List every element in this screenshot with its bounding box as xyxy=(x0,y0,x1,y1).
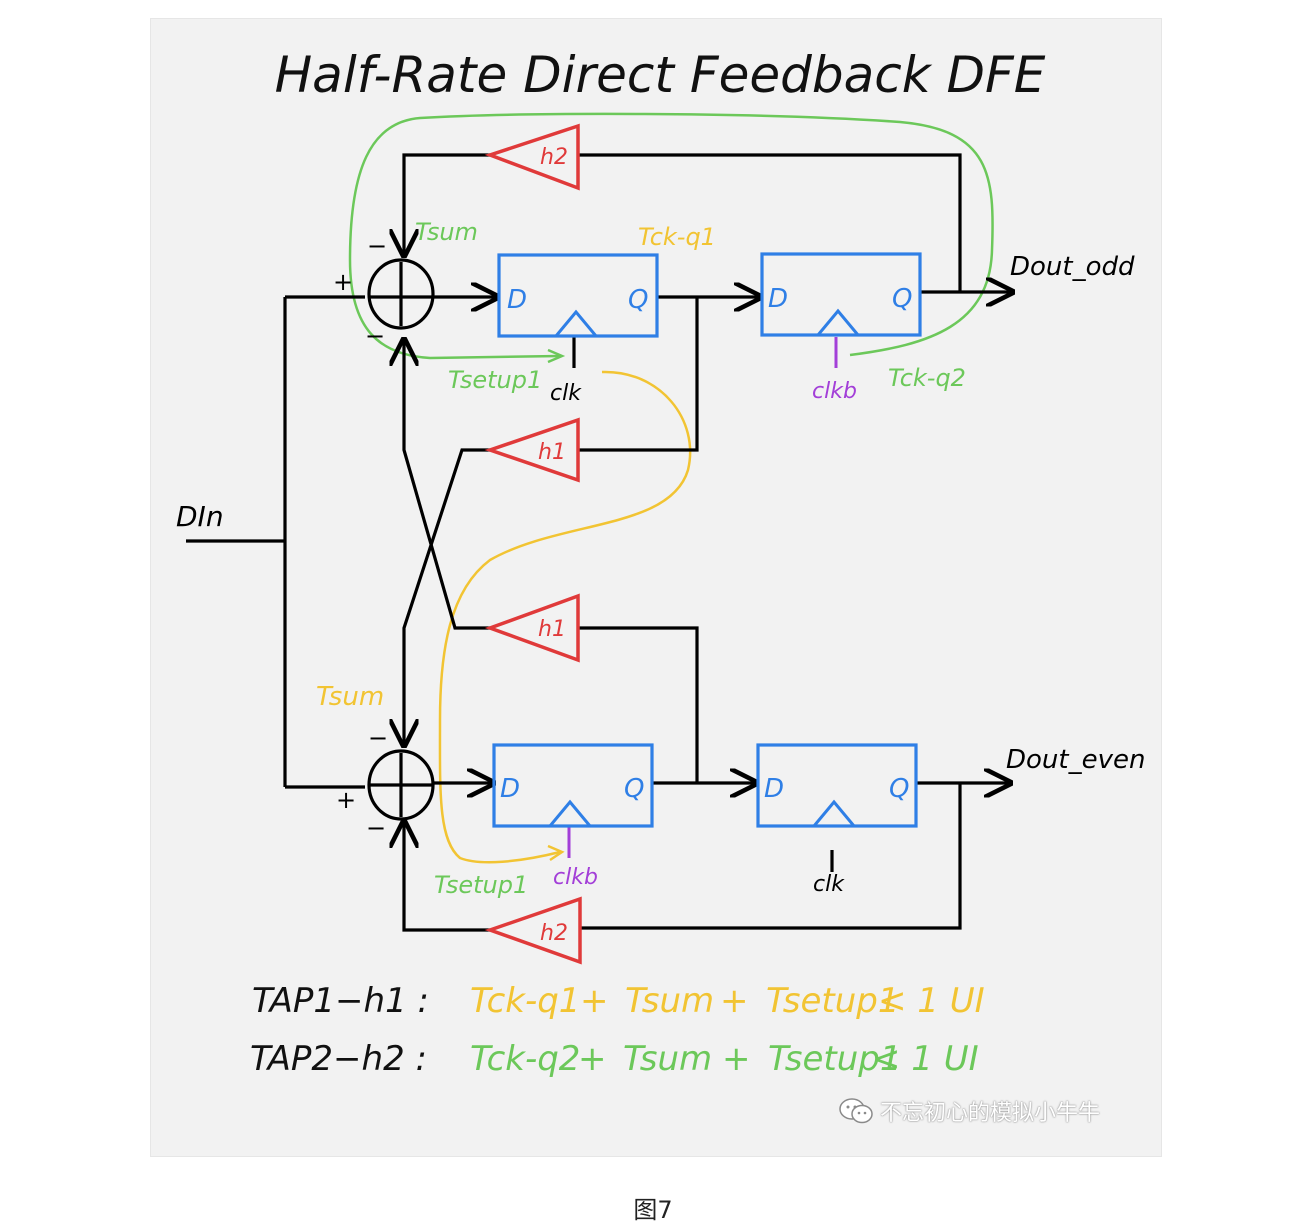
tap-h1-top-label: h1 xyxy=(538,440,566,465)
label-din: DIn xyxy=(176,500,224,533)
sign-minus-top-upper: − xyxy=(367,232,387,260)
summer-bottom xyxy=(367,749,435,821)
tap-h2-top: h2 xyxy=(484,123,580,191)
ff1-d-label: D xyxy=(507,285,527,315)
sign-minus-bottom-upper: − xyxy=(368,724,388,752)
diagram-title: Half-Rate Direct Feedback DFE xyxy=(275,46,1046,104)
ff3-d-label: D xyxy=(500,774,520,804)
tap-h2-top-label: h2 xyxy=(540,145,568,170)
eq1-lhs: TAP1−h1 : xyxy=(252,981,429,1021)
label-tckq1: Tck-q1 xyxy=(638,223,716,251)
ff4-d-label: D xyxy=(764,774,784,804)
eq1-term-tsum: Tsum xyxy=(625,981,714,1021)
tap-h2-bottom-label: h2 xyxy=(540,921,568,946)
watermark-text: 不忘初心的模拟小牛牛 xyxy=(880,1101,1101,1126)
label-tckq2: Tck-q2 xyxy=(888,364,966,392)
eq1-bound: < 1 UI xyxy=(878,981,985,1021)
sign-plus-bottom: + xyxy=(336,786,356,814)
label-tsetup-bottom: Tsetup1 xyxy=(434,871,528,899)
equation-tap2: TAP2−h2 : Tck-q2 + Tsum + Tsetup1 < 1 UI xyxy=(250,1039,979,1079)
label-tsum-bottom: Tsum xyxy=(316,682,384,712)
summer-top xyxy=(367,258,435,330)
tap-h2-bottom: h2 xyxy=(484,896,582,965)
flipflop-3: D Q xyxy=(492,743,654,828)
eq2-term-tsum: Tsum xyxy=(623,1039,712,1079)
tap-h1-top: h1 xyxy=(484,417,580,483)
eq1-plus-1: + xyxy=(580,981,609,1021)
ff1-q-label: Q xyxy=(628,285,648,315)
green-timing-path xyxy=(348,112,994,360)
watermark: 不忘初心的模拟小牛牛 xyxy=(838,1095,1100,1127)
eq2-term-tsetup: Tsetup1 xyxy=(768,1039,901,1079)
sign-plus-top: + xyxy=(333,268,353,296)
label-tsetup-top: Tsetup1 xyxy=(448,366,542,394)
eq1-plus-2: + xyxy=(720,981,749,1021)
ff2-d-label: D xyxy=(768,284,788,314)
eq2-bound: < 1 UI xyxy=(872,1039,979,1079)
yellow-arrowhead xyxy=(547,844,565,862)
eq2-lhs: TAP2−h2 : xyxy=(250,1039,427,1079)
label-dout-even: Dout_even xyxy=(1006,745,1145,775)
label-clk-bottom: clk xyxy=(813,872,845,897)
eq1-term-tckq: Tck-q1 xyxy=(470,981,580,1021)
flipflop-4: D Q xyxy=(756,743,918,828)
eq2-plus-2: + xyxy=(722,1039,751,1079)
label-clkb-bottom: clkb xyxy=(553,865,598,890)
ff3-q-label: Q xyxy=(624,774,644,804)
label-clk-top: clk xyxy=(550,381,582,406)
label-clkb-top: clkb xyxy=(812,379,857,404)
wechat-icon xyxy=(839,1098,873,1124)
tap-h1-bottom: h1 xyxy=(484,593,580,663)
flipflop-1: D Q xyxy=(497,253,659,338)
label-tsum-top: Tsum xyxy=(415,218,478,246)
eq1-term-tsetup: Tsetup1 xyxy=(766,981,899,1021)
tap-h1-bottom-label: h1 xyxy=(538,617,566,642)
green-arrowhead xyxy=(547,348,566,364)
sign-minus-bottom-lower: − xyxy=(366,814,386,842)
label-dout-odd: Dout_odd xyxy=(1010,252,1135,282)
ff2-q-label: Q xyxy=(892,284,912,314)
eq2-plus-1: + xyxy=(578,1039,607,1079)
eq2-term-tckq: Tck-q2 xyxy=(470,1039,580,1079)
figure-caption: 图7 xyxy=(633,1196,673,1224)
flipflop-2: D Q xyxy=(760,252,922,337)
equation-tap1: TAP1−h1 : Tck-q1 + Tsum + Tsetup1 < 1 UI xyxy=(252,981,985,1021)
wiring xyxy=(186,153,1012,932)
ff4-q-label: Q xyxy=(889,774,909,804)
sign-minus-top-lower: − xyxy=(365,322,385,350)
